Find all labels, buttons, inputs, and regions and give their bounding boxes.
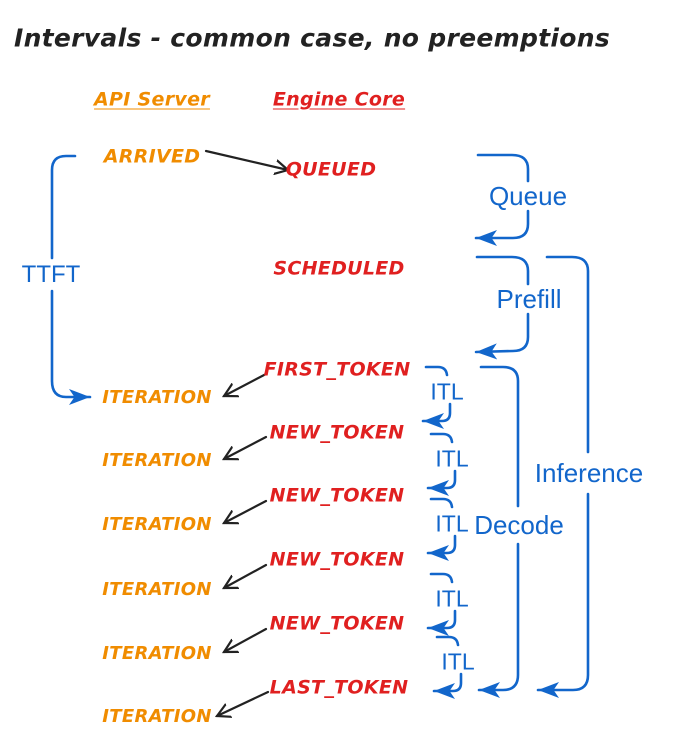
event-new-token: NEW_TOKEN <box>269 548 405 571</box>
event-queued: QUEUED <box>285 158 377 181</box>
event-new-token: NEW_TOKEN <box>269 484 405 507</box>
event-scheduled: SCHEDULED <box>273 257 405 280</box>
token-to-iteration-arrow <box>224 435 268 459</box>
token-to-iteration-arrow <box>224 563 268 588</box>
event-iteration: ITERATION <box>102 450 212 471</box>
event-iteration: ITERATION <box>102 387 212 408</box>
engine-core-column-header: Engine Core <box>272 88 406 111</box>
event-arrived: ARRIVED <box>103 145 201 168</box>
ttft-bracket <box>50 154 90 397</box>
token-to-iteration-arrow <box>224 372 268 396</box>
interval-queue-label: Queue <box>488 181 568 211</box>
itl-connector <box>426 497 457 561</box>
itl-connector <box>426 432 457 496</box>
interval-itl-label: ITL <box>430 378 464 405</box>
api-server-column-header: API Server <box>94 88 210 111</box>
event-iteration: ITERATION <box>102 706 212 727</box>
diagram-title: Intervals - common case, no preemptions <box>13 23 611 53</box>
event-new-token: NEW_TOKEN <box>269 612 405 635</box>
token-to-iteration-arrow <box>217 690 270 716</box>
event-first-token: FIRST_TOKEN <box>263 358 411 381</box>
interval-itl-label: ITL <box>435 585 469 612</box>
interval-itl-label: ITL <box>435 445 469 472</box>
itl-connector <box>432 635 463 699</box>
interval-prefill-label: Prefill <box>496 284 562 314</box>
event-iteration: ITERATION <box>102 514 212 535</box>
interval-ttft-label: TTFT <box>21 261 81 288</box>
interval-decode-label: Decode <box>474 510 564 540</box>
inference-bracket <box>538 255 590 690</box>
token-to-iteration-arrow <box>224 499 268 523</box>
interval-itl-label: ITL <box>441 648 475 675</box>
event-iteration: ITERATION <box>102 579 212 600</box>
interval-inference-label: Inference <box>534 458 644 488</box>
itl-connector <box>426 572 457 636</box>
event-last-token: LAST_TOKEN <box>269 676 409 699</box>
queue-bracket <box>476 153 530 238</box>
interval-itl-label: ITL <box>435 510 469 537</box>
itl-connector <box>421 365 452 429</box>
arrived-to-queued-arrow <box>204 149 288 170</box>
event-new-token: NEW_TOKEN <box>269 421 405 444</box>
prefill-bracket <box>476 255 530 352</box>
event-iteration: ITERATION <box>102 643 212 664</box>
token-to-iteration-arrow <box>224 627 268 652</box>
